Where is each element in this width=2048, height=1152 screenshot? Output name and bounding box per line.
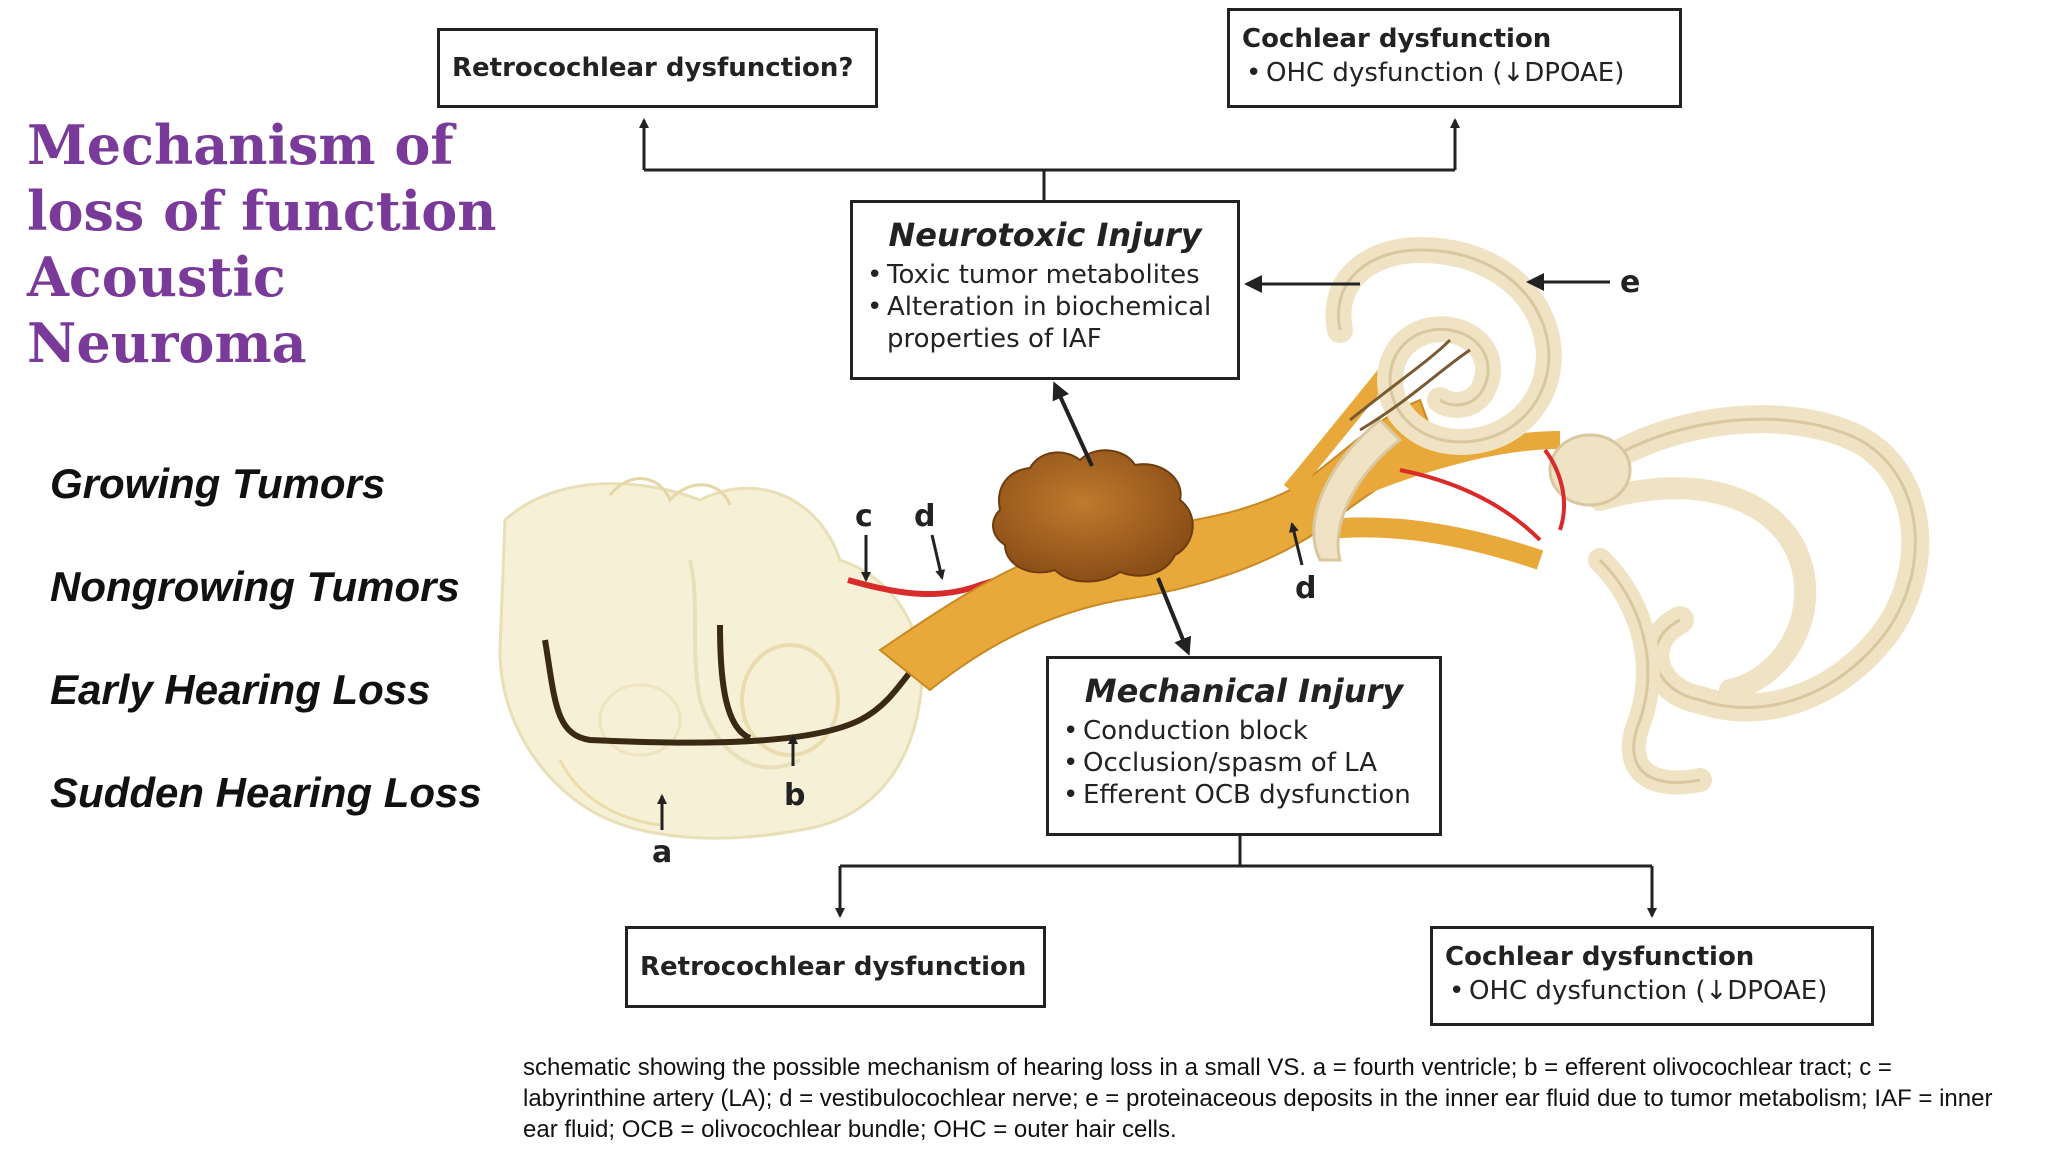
mechanical-injury-box: Mechanical Injury Conduction block Occlu… [1046,656,1442,836]
figure-caption: schematic showing the possible mechanism… [523,1054,1993,1143]
category-nongrowing-tumors: Nongrowing Tumors [50,563,460,610]
label-e: e [1620,265,1640,300]
label-b: b [784,778,805,813]
box-item: OHC dysfunction (↓DPOAE) [1445,975,1859,1007]
category-early-hearing-loss: Early Hearing Loss [50,666,431,713]
top-right-box: Cochlear dysfunction OHC dysfunction (↓D… [1227,8,1682,108]
neurotoxic-injury-box: Neurotoxic Injury Toxic tumor metabolite… [850,200,1240,380]
box-title: Retrocochlear dysfunction? [452,53,854,83]
title-line: Mechanism of [27,113,454,177]
label-d-upper: d [914,499,935,534]
box-title: Mechanical Injury [1084,672,1404,710]
box-item: Conduction block [1059,715,1429,747]
inner-ear-illustration [1312,236,1930,795]
bottom-right-box: Cochlear dysfunction OHC dysfunction (↓D… [1430,926,1874,1026]
box-item-continuation: properties of IAF [887,324,1102,354]
box-title: Cochlear dysfunction [1445,942,1755,972]
category-growing-tumors: Growing Tumors [50,460,386,507]
top-left-box: Retrocochlear dysfunction? [437,28,878,108]
title-line: Acoustic [27,245,286,309]
box-title: Cochlear dysfunction [1242,24,1552,54]
box-item: Occlusion/spasm of LA [1059,747,1429,779]
title-line: Neuroma [27,311,307,375]
slide-title: Mechanism of loss of function Acoustic N… [27,112,497,376]
box-item: Alteration in biochemical [863,291,1227,323]
label-c: c [855,499,873,534]
box-item: OHC dysfunction (↓DPOAE) [1242,57,1667,89]
bottom-left-box: Retrocochlear dysfunction [625,926,1046,1008]
category-sudden-hearing-loss: Sudden Hearing Loss [50,769,482,816]
box-title: Retrocochlear dysfunction [640,952,1027,982]
title-line: loss of function [27,179,497,243]
category-list: Growing Tumors Nongrowing Tumors Early H… [50,460,482,872]
brainstem-illustration [498,477,924,840]
box-item: Efferent OCB dysfunction [1059,779,1429,811]
label-a: a [652,835,672,870]
box-title: Neurotoxic Injury [888,216,1202,254]
box-item: Toxic tumor metabolites [863,259,1227,291]
tumor-illustration [992,449,1194,583]
label-d-lower: d [1295,571,1316,606]
